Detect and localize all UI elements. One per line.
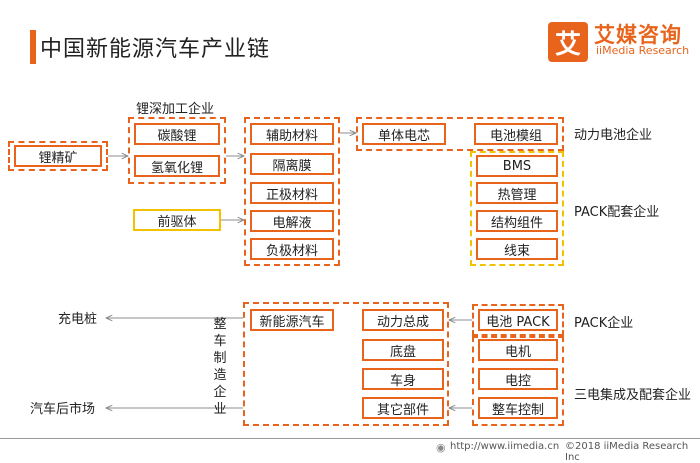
node-battery-module: 电池模组: [474, 123, 558, 145]
node-chassis: 底盘: [362, 339, 444, 361]
footer-divider: [0, 438, 700, 439]
node-motor: 电机: [478, 339, 558, 361]
node-lithium-carbonate: 碳酸锂: [134, 123, 220, 145]
node-electronic-control: 电控: [478, 368, 558, 390]
node-lithium-ore: 锂精矿: [14, 145, 102, 167]
node-body: 车身: [362, 368, 444, 390]
label-vehicle-oem: 整车制造企业: [213, 317, 227, 417]
node-battery-pack: 电池 PACK: [478, 309, 558, 331]
vehicle-oem-group: [243, 302, 449, 426]
node-precursor: 前驱体: [133, 209, 221, 231]
node-cathode-material: 正极材料: [250, 182, 334, 204]
page-title: 中国新能源汽车产业链: [40, 37, 271, 62]
title-accent-bar: [30, 30, 36, 64]
node-new-energy-vehicle: 新能源汽车: [250, 309, 334, 331]
node-aftermarket: 汽车后市场: [30, 402, 96, 417]
node-lithium-hydroxide: 氢氧化锂: [134, 155, 220, 177]
pack-company-group: [472, 304, 564, 336]
label-pack-supporting-company: PACK配套企业: [574, 205, 660, 220]
label-three-electric-company: 三电集成及配套企业: [574, 388, 692, 403]
node-auxiliary-material: 辅助材料: [250, 123, 334, 145]
node-powertrain: 动力总成: [362, 309, 444, 331]
node-charging-pile: 充电桩: [58, 312, 98, 327]
node-separator: 隔离膜: [250, 153, 334, 175]
node-bms: BMS: [476, 155, 558, 177]
materials-group: [244, 117, 340, 266]
three-electric-group: [472, 336, 564, 426]
label-pack-company: PACK企业: [574, 316, 634, 331]
deep-processing-group: [128, 117, 226, 184]
label-deep-processing: 锂深加工企业: [136, 102, 215, 117]
node-other-parts: 其它部件: [362, 397, 444, 419]
logo-icon: 艾: [548, 22, 588, 62]
node-electrolyte: 电解液: [250, 210, 334, 232]
node-battery-cell: 单体电芯: [362, 123, 446, 145]
logo-english-name: iiMedia Research: [596, 44, 690, 57]
node-anode-material: 负极材料: [250, 238, 334, 260]
node-wiring-harness: 线束: [476, 238, 558, 260]
lithium-ore-group: [8, 141, 108, 171]
node-thermal-management: 热管理: [476, 182, 558, 204]
logo-name: 艾媒咨询: [594, 23, 682, 47]
pack-supporting-group: [470, 151, 564, 266]
power-battery-group: [356, 117, 564, 151]
node-vehicle-control: 整车控制: [478, 397, 558, 419]
footer-copyright: ©2018 iiMedia Research Inc: [565, 441, 689, 463]
node-structural-components: 结构组件: [476, 210, 558, 232]
footer-url: http://www.iimedia.cn: [450, 441, 560, 452]
globe-icon: ◉: [436, 441, 446, 454]
label-power-battery-company: 动力电池企业: [574, 128, 653, 143]
